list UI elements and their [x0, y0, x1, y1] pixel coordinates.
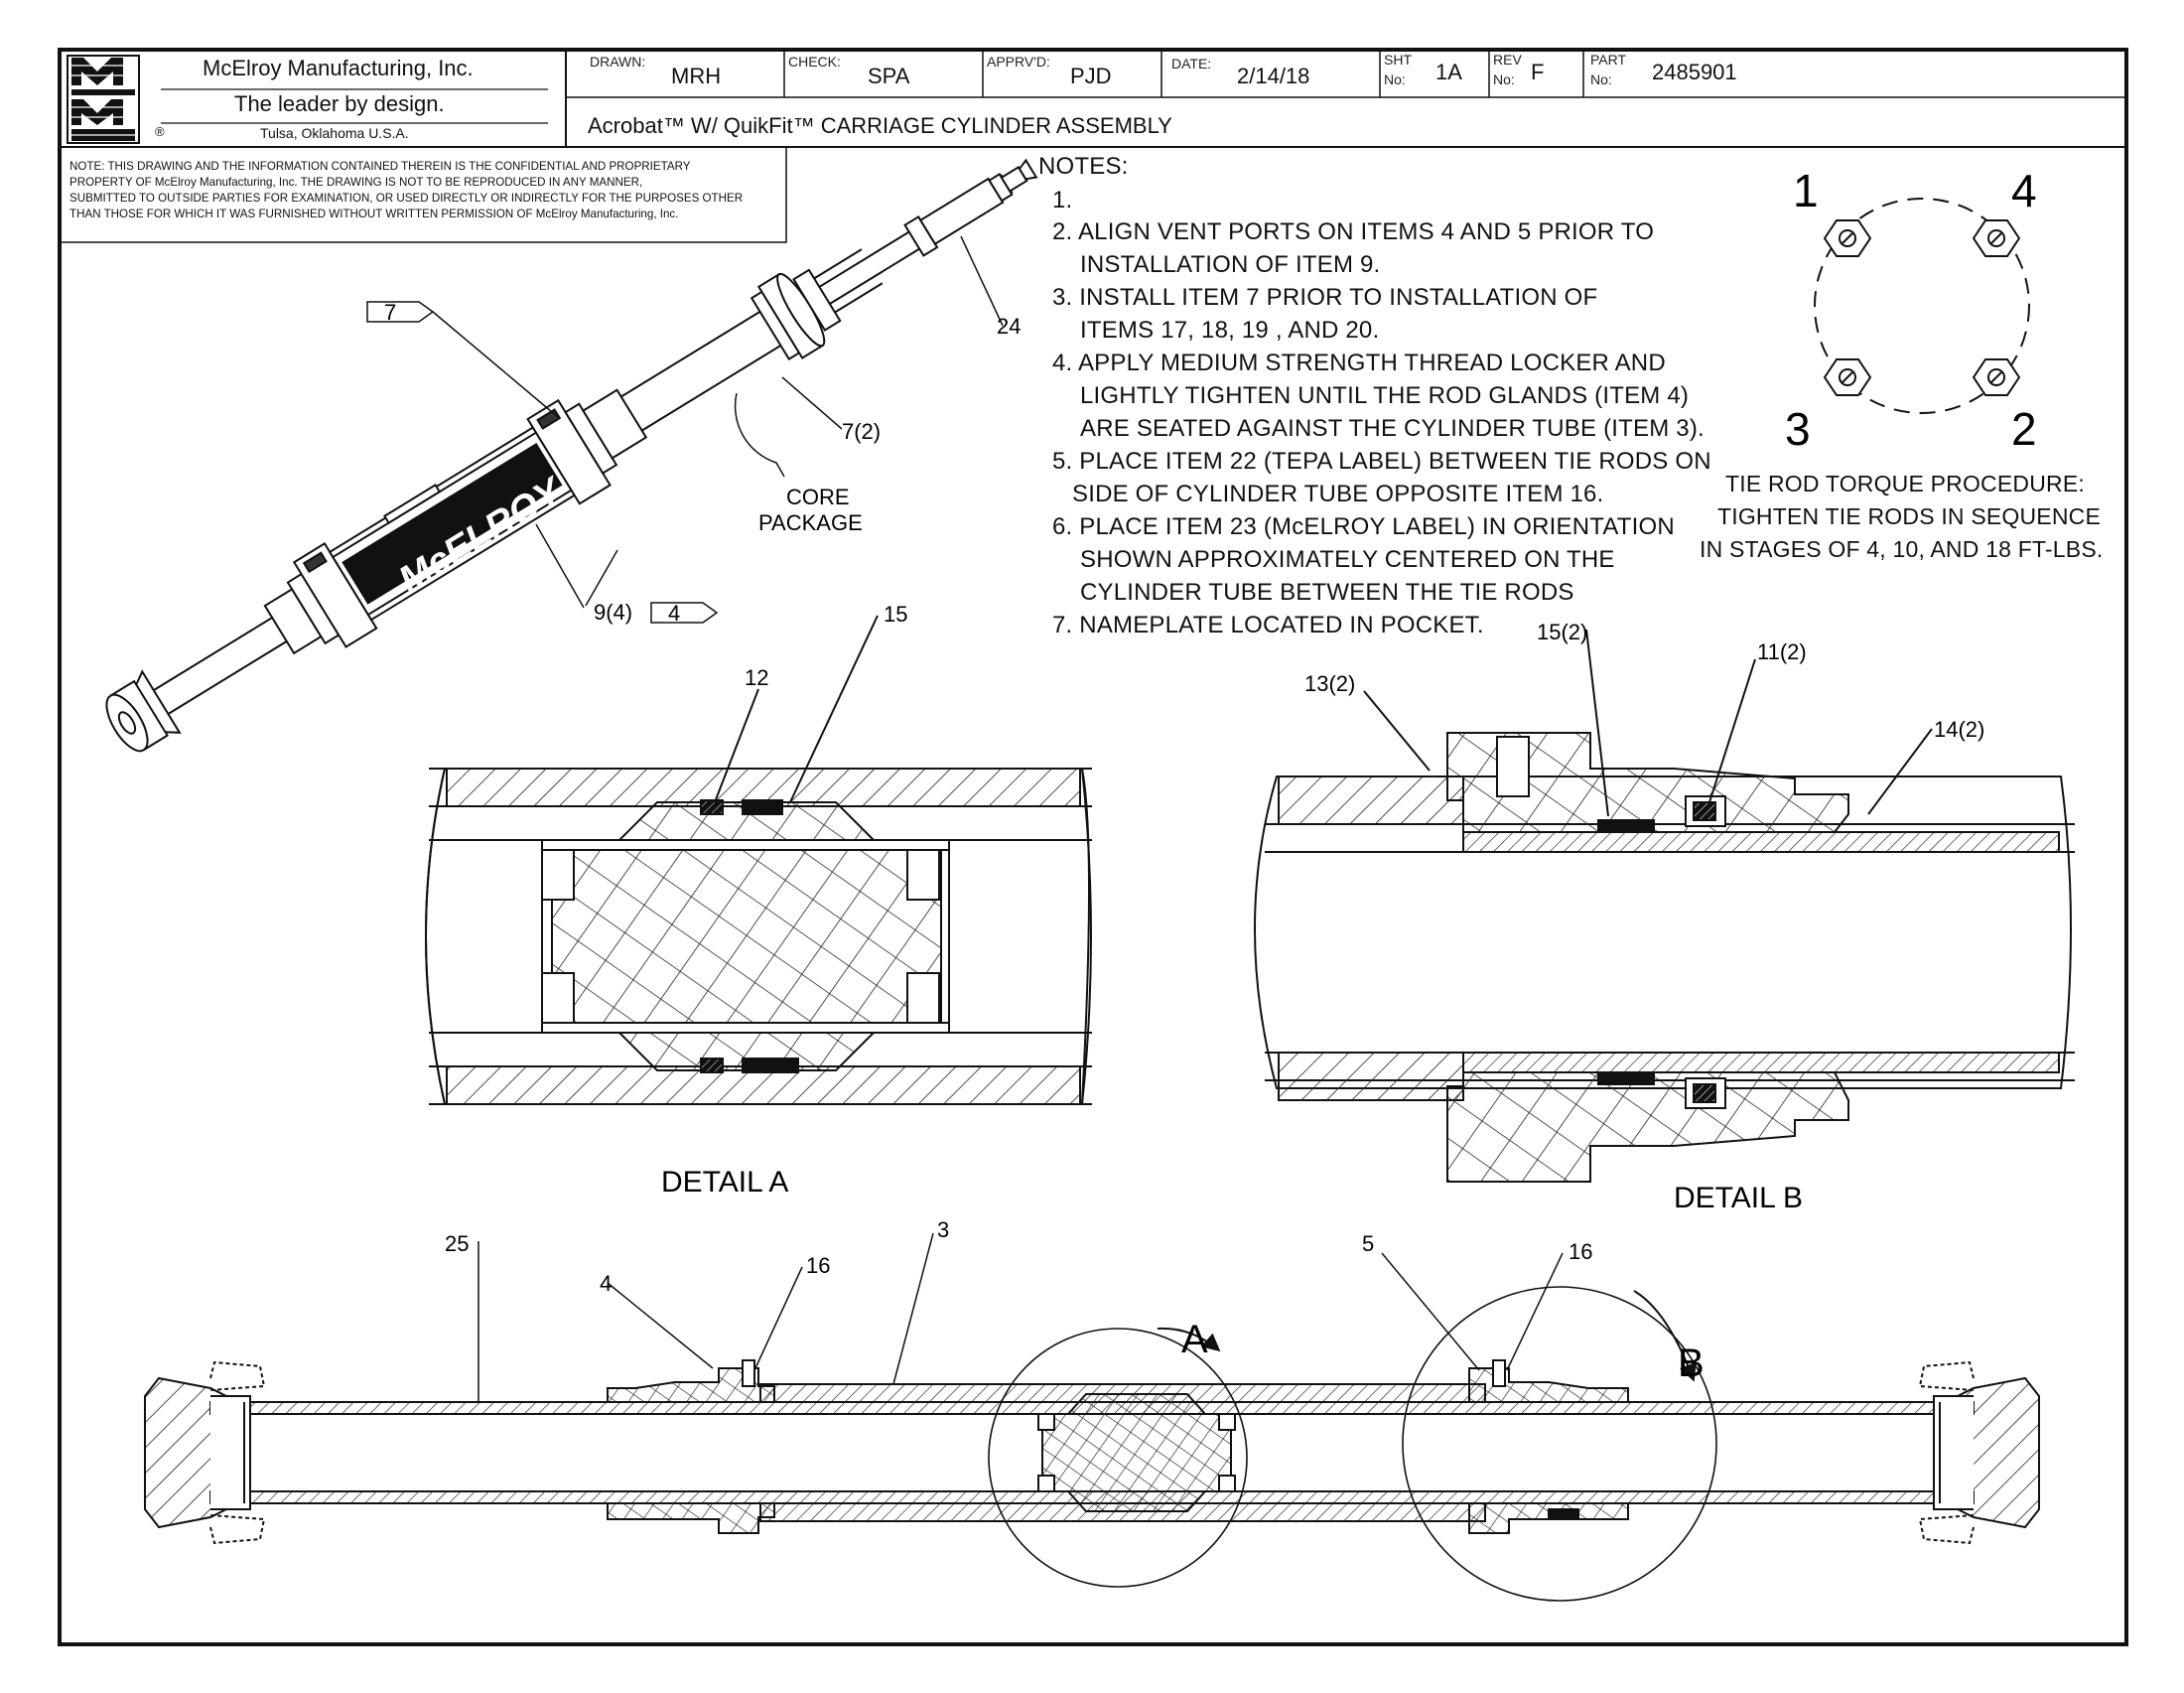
detail-a-view [425, 615, 1092, 1105]
part-label: PART [1590, 52, 1627, 68]
note-6-cont-1: SHOWN APPROXIMATELY CENTERED ON THE [1080, 546, 1615, 573]
drawn-label: DRAWN: [590, 54, 646, 70]
callout-9-4: 9(4) [594, 600, 632, 625]
apprvd-value: PJD [1070, 64, 1112, 88]
note-5-cont: SIDE OF CYLINDER TUBE OPPOSITE ITEM 16. [1072, 481, 1604, 507]
legal-line: THAN THOSE FOR WHICH IT WAS FURNISHED WI… [69, 208, 679, 220]
date-value: 2/14/18 [1237, 64, 1310, 88]
detail-a-title: DETAIL A [661, 1166, 788, 1199]
drawing-title: Acrobat™ W/ QuikFit™ CARRIAGE CYLINDER A… [588, 113, 1172, 138]
company-location: Tulsa, Oklahoma U.S.A. [260, 125, 409, 141]
note-4-cont-2: ARE SEATED AGAINST THE CYLINDER TUBE (IT… [1080, 415, 1705, 442]
legal-line: SUBMITTED TO OUTSIDE PARTIES FOR EXAMINA… [69, 192, 744, 205]
company-name: McElroy Manufacturing, Inc. [203, 56, 474, 80]
callout-4-section: 4 [600, 1271, 612, 1296]
callout-14-2: 14(2) [1934, 717, 1984, 742]
callout-25: 25 [445, 1231, 469, 1256]
rev-value: F [1531, 60, 1545, 84]
callout-7: 7 [384, 300, 396, 325]
sheet-border [58, 48, 2128, 1646]
note-3-cont: ITEMS 17, 18, 19 , AND 20. [1080, 317, 1380, 344]
detail-b-title: DETAIL B [1674, 1182, 1803, 1214]
callout-3: 3 [937, 1217, 949, 1242]
callout-13-2: 13(2) [1304, 671, 1355, 696]
note-1: 1. [1052, 187, 1073, 213]
torque-line-3: IN STAGES OF 4, 10, AND 18 FT-LBS. [1700, 536, 2104, 562]
sht-label: SHT [1384, 52, 1412, 68]
tie-rod-nut-2 [1972, 358, 2021, 396]
torque-position-4: 4 [2011, 165, 2037, 216]
note-5: 5. PLACE ITEM 22 (TEPA LABEL) BETWEEN TI… [1052, 448, 1711, 475]
confidentiality-note: NOTE: THIS DRAWING AND THE INFORMATION C… [69, 159, 784, 222]
legal-line: NOTE: THIS DRAWING AND THE INFORMATION C… [69, 160, 691, 173]
detail-mark-a: A [1181, 1318, 1208, 1361]
notes-heading: NOTES: [1038, 153, 1129, 180]
tie-rod-nut-3 [1823, 358, 1872, 396]
apprvd-label: APPRV'D: [987, 54, 1050, 70]
callout-16-left: 16 [806, 1253, 830, 1278]
rev-label: REV [1493, 52, 1522, 68]
callout-15: 15 [884, 602, 907, 627]
callout-16-right: 16 [1569, 1239, 1592, 1264]
detail-b-view [1254, 629, 2075, 1183]
note-6: 6. PLACE ITEM 23 (McELROY LABEL) IN ORIE… [1052, 513, 1675, 540]
torque-line-1: TIE ROD TORQUE PROCEDURE: [1725, 471, 2085, 496]
callout-15-2: 15(2) [1537, 620, 1587, 644]
sht-value: 1A [1435, 60, 1462, 84]
callout-7-2: 7(2) [842, 419, 881, 444]
torque-position-1: 1 [1793, 165, 1819, 216]
company-logo [67, 55, 140, 144]
tie-rod-nut-4 [1972, 219, 2021, 257]
callout-11-2: 11(2) [1757, 639, 1807, 664]
callout-5: 5 [1362, 1231, 1374, 1256]
company-tagline: The leader by design. [234, 91, 445, 116]
callout-package: PACKAGE [758, 510, 863, 535]
note-6-cont-2: CYLINDER TUBE BETWEEN THE TIE RODS [1080, 579, 1574, 606]
check-label: CHECK: [788, 54, 841, 70]
sht-no-label: No: [1384, 71, 1406, 87]
torque-position-3: 3 [1785, 403, 1811, 455]
date-label: DATE: [1171, 56, 1212, 71]
note-7: 7. NAMEPLATE LOCATED IN POCKET. [1052, 612, 1484, 638]
callout-core: CORE [786, 485, 850, 509]
note-3: 3. INSTALL ITEM 7 PRIOR TO INSTALLATION … [1052, 284, 1598, 311]
torque-position-2: 2 [2011, 403, 2037, 455]
note-4-cont-1: LIGHTLY TIGHTEN UNTIL THE ROD GLANDS (IT… [1080, 382, 1690, 409]
detail-mark-b: B [1678, 1341, 1705, 1385]
note-2: 2. ALIGN VENT PORTS ON ITEMS 4 AND 5 PRI… [1052, 218, 1655, 245]
registered-mark: ® [155, 124, 165, 139]
callout-12: 12 [745, 665, 768, 690]
part-value: 2485901 [1652, 60, 1737, 84]
legal-line: PROPERTY OF McElroy Manufacturing, Inc. … [69, 176, 643, 189]
callout-4: 4 [668, 601, 680, 626]
tie-rod-torque-diagram [1814, 198, 2030, 414]
note-4: 4. APPLY MEDIUM STRENGTH THREAD LOCKER A… [1052, 350, 1666, 376]
iso-callouts [366, 235, 1004, 624]
title-block [59, 50, 2126, 243]
torque-line-2: TIGHTEN TIE RODS IN SEQUENCE [1717, 503, 2101, 529]
check-value: SPA [868, 64, 910, 88]
part-no-label: No: [1590, 71, 1612, 87]
drawn-value: MRH [671, 64, 722, 88]
rev-no-label: No: [1493, 71, 1515, 87]
section-view [144, 1232, 2040, 1602]
note-2-cont: INSTALLATION OF ITEM 9. [1080, 251, 1381, 278]
callout-24: 24 [997, 314, 1021, 339]
isometric-cylinder-view: McELROY [105, 158, 1038, 753]
tie-rod-nut-1 [1823, 219, 1872, 257]
